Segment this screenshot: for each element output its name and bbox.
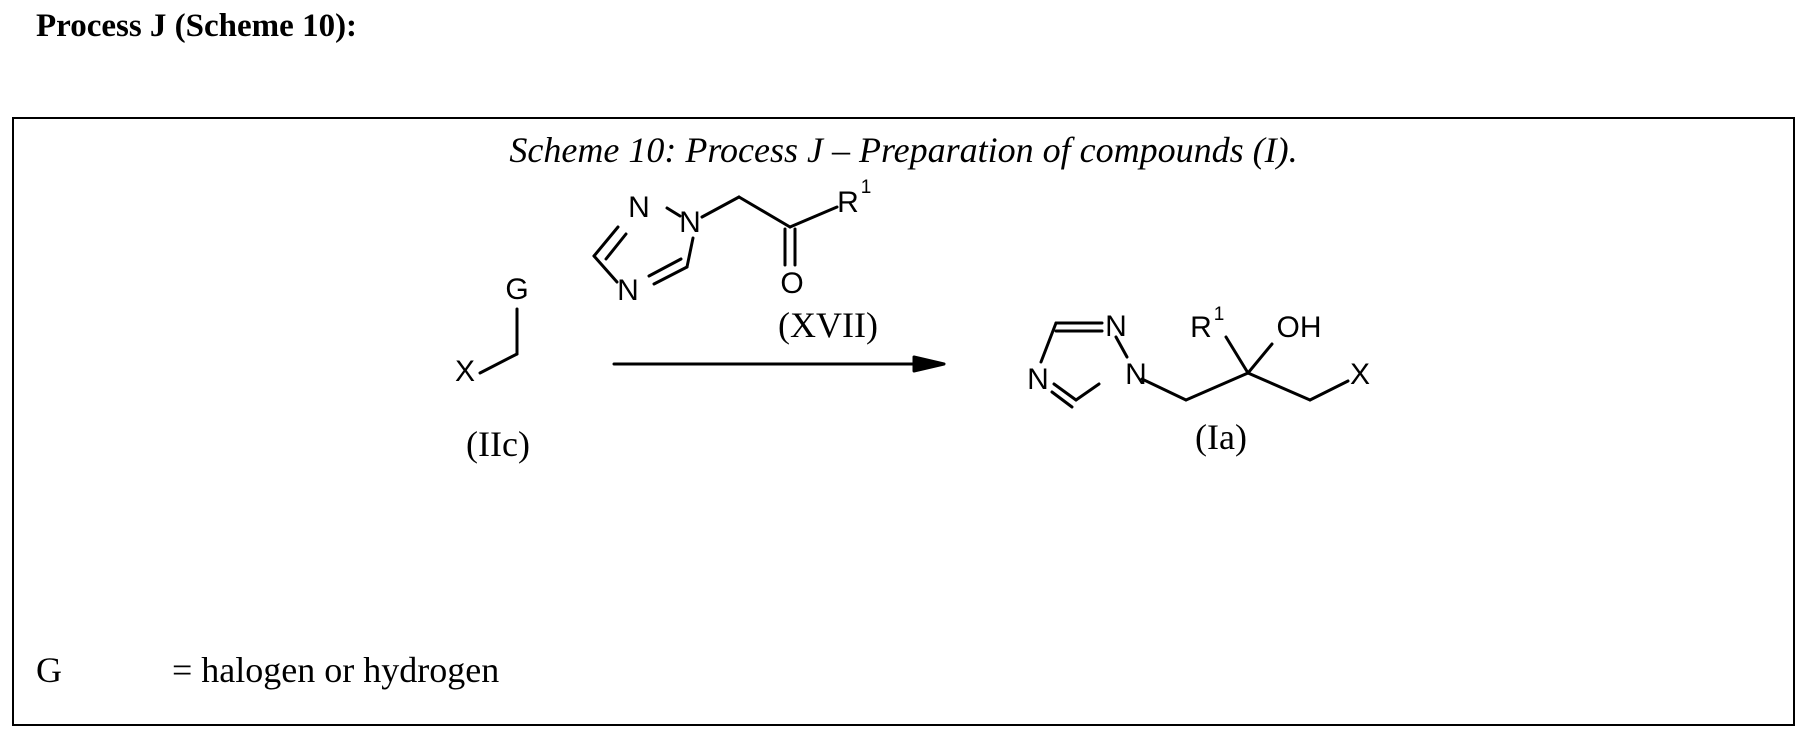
- atom-n: N: [1125, 358, 1147, 391]
- atom-oh: OH: [1277, 311, 1322, 344]
- atom-n: N: [1105, 310, 1127, 343]
- atom-r: R: [837, 186, 859, 219]
- atom-o: O: [780, 267, 803, 300]
- bond: [1186, 373, 1248, 400]
- bond: [667, 208, 680, 216]
- reagent-structure: N N N R 1 O (XVII): [594, 177, 878, 345]
- atom-x: X: [455, 355, 475, 388]
- superscript: 1: [861, 177, 872, 198]
- atom-n: N: [617, 274, 639, 307]
- superscript: 1: [1214, 304, 1225, 325]
- bond: [687, 238, 693, 267]
- bond: [739, 197, 790, 227]
- start-material-structure: G X (IIc): [455, 273, 530, 464]
- atom-r: R: [1190, 311, 1212, 344]
- reaction-scheme: N N N R 1 O (XVII) G X (IIc): [14, 119, 1793, 724]
- atom-n: N: [1027, 363, 1049, 396]
- atom-n: N: [628, 191, 650, 224]
- compound-label-iic: (IIc): [466, 424, 530, 464]
- definition-symbol: G: [36, 647, 62, 693]
- bond: [1142, 379, 1186, 400]
- definition-text: = halogen or hydrogen: [172, 647, 499, 693]
- section-heading: Process J (Scheme 10):: [36, 2, 357, 50]
- compound-label-xvii: (XVII): [778, 305, 878, 345]
- bond: [1248, 373, 1310, 400]
- atom-g: G: [505, 273, 528, 306]
- bond: [702, 197, 739, 217]
- atom-x: X: [1350, 358, 1370, 391]
- bond: [1310, 381, 1348, 400]
- reaction-arrow: [614, 357, 944, 371]
- bond: [790, 207, 837, 227]
- scheme-box: Scheme 10: Process J – Preparation of co…: [12, 117, 1795, 726]
- atom-n: N: [679, 206, 701, 239]
- bond: [594, 227, 618, 256]
- bond: [480, 354, 517, 373]
- bond: [1226, 337, 1248, 373]
- compound-label-ia: (Ia): [1195, 417, 1247, 457]
- product-structure: N N N R 1 OH X (Ia): [1027, 304, 1370, 457]
- bond: [1248, 344, 1272, 373]
- bond: [1076, 384, 1099, 400]
- bond: [1041, 323, 1056, 362]
- arrow-head: [914, 357, 944, 371]
